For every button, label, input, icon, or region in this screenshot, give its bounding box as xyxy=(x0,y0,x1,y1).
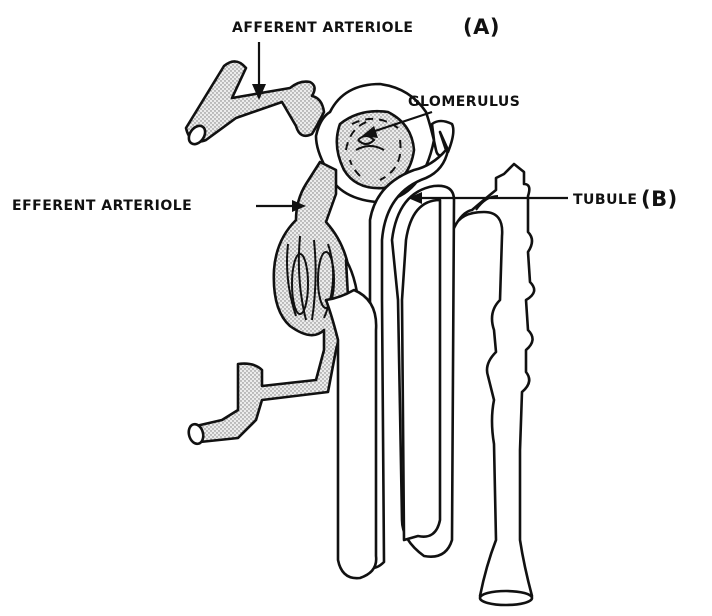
afferent-arteriole xyxy=(186,61,324,147)
tubule-label: TUBULE xyxy=(573,192,637,208)
collecting-duct xyxy=(454,164,534,605)
afferent-label: AFFERENT ARTERIOLE xyxy=(232,20,413,36)
tubule-tag: (B) xyxy=(641,187,678,211)
afferent-tag: (A) xyxy=(463,15,500,39)
glomerulus-label: GLOMERULUS xyxy=(408,94,520,110)
efferent-label: EFFERENT ARTERIOLE xyxy=(12,198,192,214)
